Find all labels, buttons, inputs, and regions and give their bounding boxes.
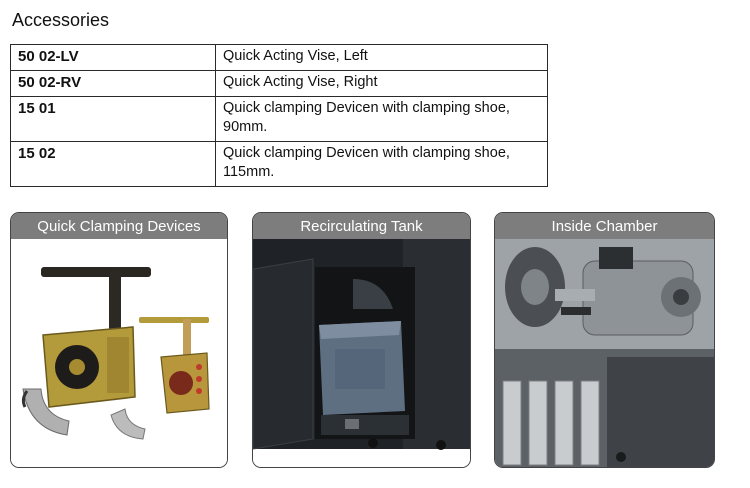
table-row: 15 02 Quick clamping Devicen with clampi…	[10, 141, 548, 187]
inside-chamber-card: Inside Chamber	[494, 212, 715, 468]
table-row: 15 01 Quick clamping Devicen with clampi…	[10, 96, 548, 142]
chamber-photo	[495, 239, 714, 467]
clamping-device-photo	[11, 239, 227, 467]
part-description: Quick clamping Devicen with clamping sho…	[215, 141, 548, 187]
tank-photo	[253, 239, 470, 467]
table-row: 50 02-RV Quick Acting Vise, Right	[10, 70, 548, 97]
page-title: Accessories	[12, 10, 110, 30]
part-code: 15 02	[10, 141, 216, 187]
part-code: 50 02-LV	[10, 44, 216, 71]
part-description: Quick Acting Vise, Left	[215, 44, 548, 71]
part-code: 15 01	[10, 96, 216, 142]
card-caption: Inside Chamber	[495, 213, 714, 239]
part-description: Quick Acting Vise, Right	[215, 70, 548, 97]
card-caption: Recirculating Tank	[253, 213, 470, 239]
accessories-table: 50 02-LV Quick Acting Vise, Left 50 02-R…	[10, 44, 548, 187]
table-row: 50 02-LV Quick Acting Vise, Left	[10, 44, 548, 71]
card-caption: Quick Clamping Devices	[11, 213, 227, 239]
part-code: 50 02-RV	[10, 70, 216, 97]
recirculating-tank-card: Recirculating Tank	[252, 212, 471, 468]
quick-clamping-card: Quick Clamping Devices	[10, 212, 228, 468]
part-description: Quick clamping Devicen with clamping sho…	[215, 96, 548, 142]
